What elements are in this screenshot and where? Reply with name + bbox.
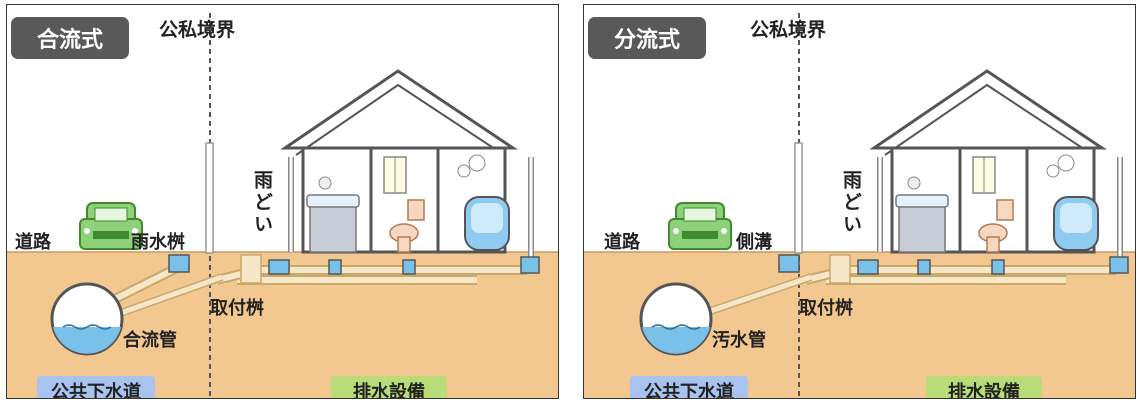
downspout-label: 雨どい: [251, 170, 273, 236]
public-sewer-badge: 公共下水道: [37, 376, 155, 398]
boundary-label: 公私境界: [159, 19, 236, 41]
drain-pipes: [667, 254, 1129, 329]
downspout-label: 雨どい: [840, 170, 862, 236]
utility-pole: [794, 142, 803, 254]
boundary-label: 公私境界: [750, 19, 827, 41]
main-pipe-label: 汚水管: [712, 330, 766, 351]
inlet-label: 雨水桝: [131, 232, 185, 253]
car-icon: [79, 202, 143, 250]
basin-label: 取付桝: [210, 298, 264, 319]
system-type-badge: 分流式: [588, 17, 706, 59]
utility-pole: [205, 142, 214, 254]
car-icon: [668, 202, 732, 250]
public-sewer-badge: 公共下水道: [630, 376, 748, 398]
system-type-badge: 合流式: [11, 17, 129, 59]
drainage-facility-badge: 排水設備: [926, 376, 1042, 398]
house: [869, 69, 1107, 254]
main-sewer-pipe: [50, 282, 124, 356]
separate-system-panel: 分流式 公私境界 道路 側溝 雨どい 取付桝 汚水管 公共下水道 排水設備: [583, 4, 1136, 399]
main-pipe-label: 合流管: [123, 330, 177, 351]
house: [280, 69, 518, 254]
drainage-facility-badge: 排水設備: [331, 376, 447, 398]
basin-label: 取付桝: [799, 298, 853, 319]
road-label: 道路: [15, 232, 51, 253]
separate-system-diagram: [584, 13, 1135, 398]
gutter-label: 側溝: [736, 232, 772, 253]
combined-system-diagram: [7, 13, 558, 398]
combined-system-panel: 合流式 公私境界 道路 雨水桝 雨どい 取付桝 合流管 公共下水道 排水設備: [6, 4, 559, 399]
main-sewer-pipe: [639, 282, 713, 356]
road-label: 道路: [604, 232, 640, 253]
